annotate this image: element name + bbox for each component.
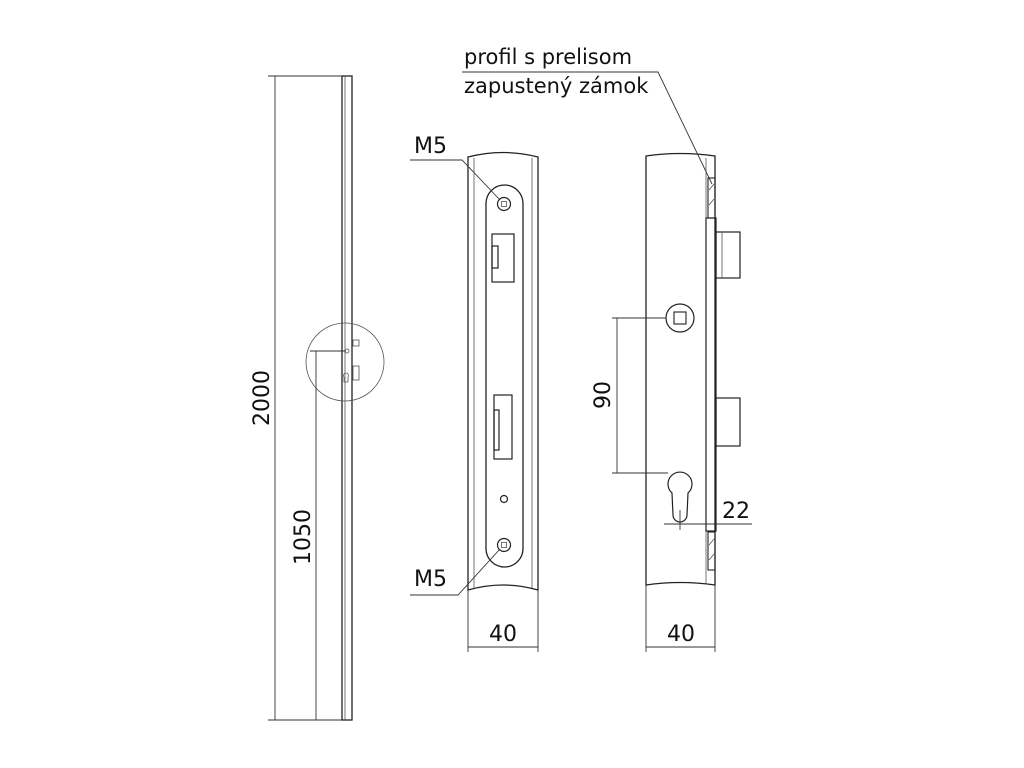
- screw-bottom: [496, 537, 512, 553]
- faceplate: [485, 184, 524, 568]
- profile-lip-top-hatch-2: [708, 198, 715, 206]
- detail-keyhole: [343, 372, 349, 383]
- detail-circle: [305, 322, 385, 402]
- front-view: M5 M5 40: [410, 134, 539, 652]
- front-profile-outline: [467, 151, 539, 591]
- latch-opening: [493, 394, 513, 460]
- profile-lip-bottom-hatch-1: [708, 538, 715, 546]
- deadbolt-inner: [491, 245, 499, 269]
- dim-side-40-label: 40: [667, 622, 695, 647]
- leader-m5-bottom: [410, 548, 501, 596]
- label-m5-bottom: M5: [414, 567, 447, 592]
- profile-bar-elevation: 2000 1050: [250, 75, 385, 721]
- leader-m5-top: [410, 159, 501, 201]
- spindle-square: [673, 311, 687, 325]
- dim-front-40-label: 40: [489, 622, 517, 647]
- small-hole: [499, 494, 509, 504]
- profile-lip-bottom: [707, 531, 716, 571]
- dim-90-label: 90: [591, 381, 616, 409]
- latch-inner: [493, 409, 500, 451]
- dim-2000-label: 2000: [250, 370, 275, 426]
- profile-note-line2: zapustený zámok: [464, 74, 649, 98]
- profile-lip-top-hatch-1: [708, 183, 715, 191]
- side-view: 90 22 40 profil s prelisom zapustený zám…: [462, 45, 752, 652]
- screw-top: [496, 196, 512, 212]
- detail-latch: [352, 365, 360, 381]
- side-profile-outline: [645, 152, 716, 586]
- profile-note-line1: profil s prelisom: [464, 45, 632, 69]
- dim-1050-label: 1050: [291, 509, 316, 565]
- latch-side: [715, 397, 741, 447]
- cylinder-keyhole: [667, 471, 693, 523]
- deadbolt-opening: [491, 233, 515, 283]
- profile-bar: [341, 75, 353, 721]
- profile-lip-bottom-hatch-2: [708, 553, 715, 561]
- deadbolt-side: [715, 231, 741, 279]
- screw-top-socket: [501, 201, 507, 207]
- dim-22-label: 22: [722, 499, 750, 524]
- detail-bolt-top: [352, 339, 360, 347]
- label-m5-top: M5: [414, 134, 447, 159]
- spindle-hole: [665, 303, 695, 333]
- lock-case: [705, 217, 717, 532]
- leader-profile-note: [462, 71, 713, 185]
- screw-bottom-socket: [501, 542, 507, 548]
